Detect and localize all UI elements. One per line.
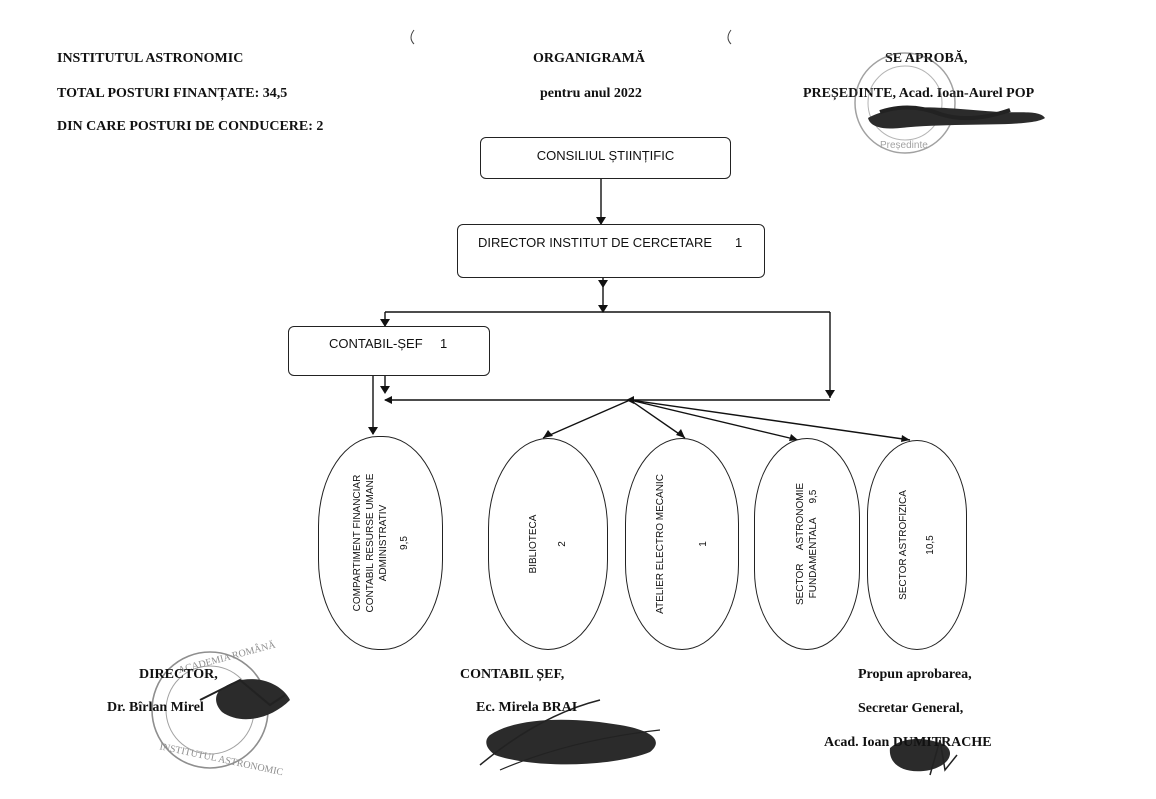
approval-label: SE APROBĂ, (885, 51, 968, 66)
chief-accountant-box: CONTABIL-ȘEF 1 (288, 326, 490, 376)
unit-workshop-text: ATELIER ELECTRO MECANIC 1 (654, 474, 710, 614)
top-stamp: Președinte (854, 52, 956, 154)
unit-financial: COMPARTIMENT FINANCIAR CONTABIL RESURSE … (318, 436, 443, 650)
chief-accountant-label: CONTABIL-ȘEF (329, 336, 423, 351)
secretary-signature (889, 739, 950, 772)
unit-library-line1: BIBLIOTECA (528, 514, 539, 574)
unit-astrophysics-count: 10,5 (925, 535, 936, 555)
unit-library: BIBLIOTECA 2 (488, 438, 608, 650)
director-box: DIRECTOR INSTITUT DE CERCETARE 1 (457, 224, 765, 278)
secretary-title: Secretar General, (858, 701, 964, 716)
unit-fundamental-astronomy-count: 9,5 (808, 489, 819, 504)
director-label: DIRECTOR INSTITUT DE CERCETARE (478, 235, 713, 250)
total-posts: TOTAL POSTURI FINANȚATE: 34,5 (57, 86, 288, 101)
unit-financial-count: 9,5 (398, 536, 410, 550)
unit-astrophysics: SECTOR ASTROFIZICA 10,5 (867, 440, 967, 650)
director-count: 1 (735, 235, 743, 250)
chart-connectors (372, 179, 911, 441)
management-posts: DIN CARE POSTURI DE CONDUCERE: 2 (57, 119, 324, 134)
unit-fundamental-astronomy-line1: SECTOR ASTRONOMIE (795, 482, 806, 606)
propose-label: Propun aprobarea, (858, 667, 972, 682)
unit-fundamental-astronomy-text: SECTOR ASTRONOMIE FUNDAMENTALA 9,5 (794, 483, 820, 605)
unit-financial-line3: ADMINISTRATIV (377, 504, 389, 582)
unit-library-count: 2 (557, 541, 568, 547)
accountant-name: Ec. Mirela BRAI (476, 700, 578, 715)
unit-library-text: BIBLIOTECA 2 (527, 515, 569, 574)
accountant-signature (486, 719, 656, 765)
secretary-name: Acad. Ioan DUMITRACHE (824, 735, 992, 750)
institution-name: INSTITUTUL ASTRONOMIC (57, 51, 244, 66)
document-title: ORGANIGRAMĂ (533, 51, 645, 66)
council-box: CONSILIUL ȘTIINȚIFIC (480, 137, 731, 179)
unit-astrophysics-line1: SECTOR ASTROFIZICA (898, 490, 909, 600)
president-label: PREȘEDINTE, Acad. Ioan-Aurel POP (803, 86, 1035, 101)
top-stamp-text: Președinte (880, 140, 928, 151)
unit-fundamental-astronomy-line2: FUNDAMENTALA (808, 517, 819, 599)
accountant-title: CONTABIL ȘEF, (460, 667, 565, 682)
director-name: Dr. Bîrlan Mirel (107, 700, 204, 715)
document-subtitle: pentru anul 2022 (540, 86, 642, 101)
unit-astrophysics-text: SECTOR ASTROFIZICA 10,5 (897, 490, 937, 600)
unit-workshop-line1: ATELIER ELECTRO MECANIC (655, 474, 666, 614)
unit-financial-line2: CONTABIL RESURSE UMANE (364, 473, 376, 613)
chief-accountant-count: 1 (440, 336, 448, 351)
institute-stamp-bottom: INSTITUTUL ASTRONOMIC (159, 741, 285, 778)
unit-workshop: ATELIER ELECTRO MECANIC 1 (625, 438, 739, 650)
unit-fundamental-astronomy: SECTOR ASTRONOMIE FUNDAMENTALA 9,5 (754, 438, 860, 650)
director-title: DIRECTOR, (139, 667, 218, 682)
council-label: CONSILIUL ȘTIINȚIFIC (536, 148, 675, 163)
director-signature (216, 679, 290, 720)
unit-financial-text: COMPARTIMENT FINANCIAR CONTABIL RESURSE … (351, 474, 411, 613)
unit-workshop-count: 1 (698, 541, 709, 547)
unit-financial-line1: COMPARTIMENT FINANCIAR (351, 474, 363, 612)
unit-fundamental-astronomy-line2-row: FUNDAMENTALA 9,5 (807, 483, 820, 605)
